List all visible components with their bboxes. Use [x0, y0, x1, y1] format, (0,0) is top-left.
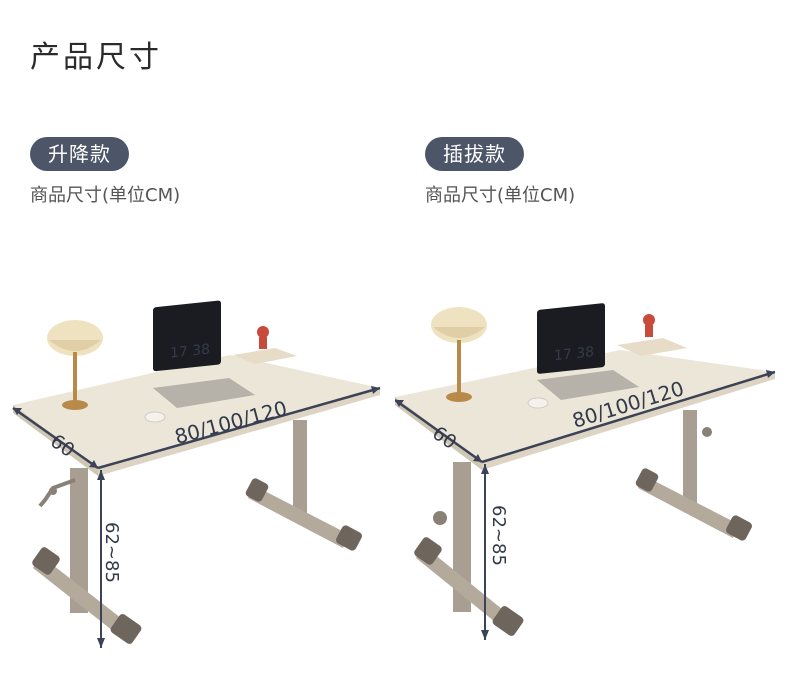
dim-line-depth — [12, 406, 99, 470]
mouse — [527, 397, 549, 409]
lamp-base — [62, 400, 88, 410]
laptop-clock: 17 38 — [170, 341, 210, 361]
lamp-base — [446, 392, 472, 402]
subtitle-lift: 商品尺寸(单位CM) — [30, 185, 181, 206]
front-foot — [416, 545, 513, 630]
laptop-screen — [537, 303, 605, 374]
rear-foot — [638, 475, 740, 538]
crank-handle — [38, 478, 76, 508]
desk-top — [395, 350, 775, 462]
laptop-base — [153, 378, 255, 408]
desk-top — [13, 355, 380, 468]
dim-line-width — [481, 370, 775, 464]
laptop-screen — [153, 300, 221, 372]
desk-illustration-lift: 17 38 60 80/100/120 62~85 — [12, 300, 381, 648]
badge-plug: 插拔款 — [425, 137, 524, 171]
laptop-base — [537, 370, 639, 400]
lamp-stem — [457, 340, 461, 395]
dim-line-width — [97, 386, 381, 470]
rear-leg — [683, 410, 697, 510]
rear-leg — [293, 420, 307, 520]
tray — [233, 348, 297, 364]
dim-line-depth — [395, 398, 483, 464]
knob — [433, 511, 447, 525]
dim-label-height: 62~85 — [488, 505, 509, 566]
figurine — [643, 314, 655, 326]
page-title: 产品尺寸 — [30, 40, 162, 75]
rear-foot — [248, 485, 350, 548]
dim-label-height: 62~85 — [101, 522, 122, 583]
lamp-stem — [73, 352, 77, 400]
figurine — [257, 326, 269, 338]
mouse — [144, 411, 166, 423]
desk-illustration-plug: 17 38 60 80/100/120 62~85 — [395, 303, 775, 640]
laptop-clock: 17 38 — [554, 344, 594, 364]
tray — [617, 338, 687, 356]
badge-lift: 升降款 — [30, 137, 129, 171]
subtitle-plug: 商品尺寸(单位CM) — [425, 185, 576, 206]
front-foot — [33, 555, 130, 638]
front-leg — [70, 468, 88, 613]
